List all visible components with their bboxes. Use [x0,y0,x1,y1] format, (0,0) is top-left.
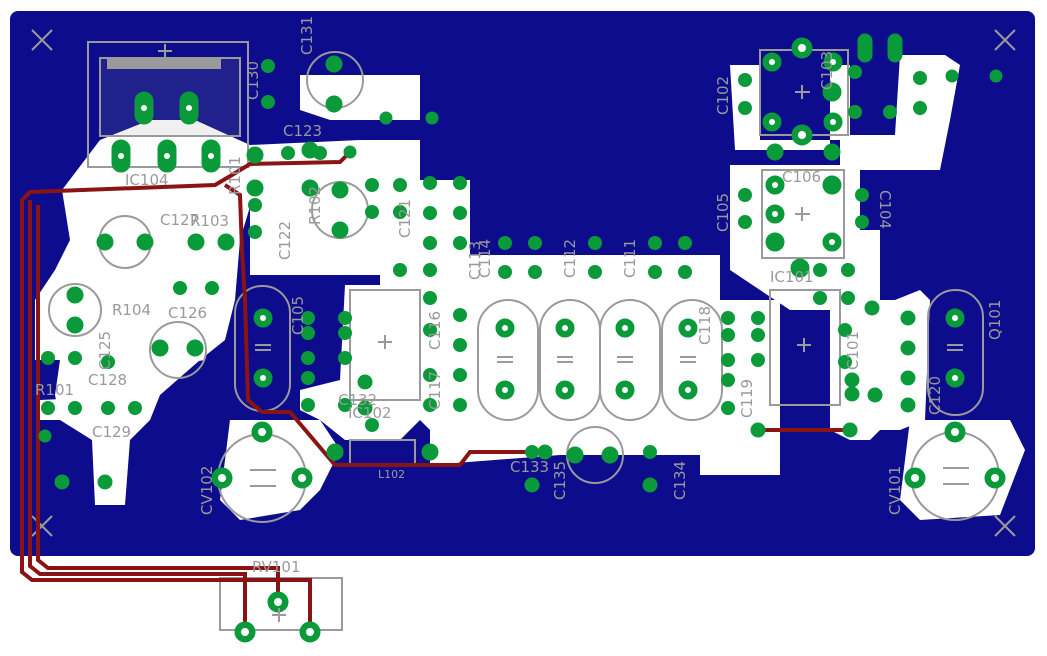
label-c127: C127 [160,211,199,229]
corner-marks [31,29,1016,537]
label-c133: C133 [510,458,549,476]
label-c101: C101 [844,331,862,370]
top-layer-traces [20,148,850,630]
label-c113: C113 [466,241,484,280]
label-c120: C120 [926,376,944,415]
label-c134: C134 [671,461,689,500]
label-ic102: IC102 [348,404,392,422]
label-c116: C116 [426,311,444,350]
label-c128: C128 [88,371,127,389]
label-c125: C125 [96,331,114,370]
component-pads [38,33,1006,643]
capacitor-pads [41,59,927,459]
label-c131: C131 [298,16,316,55]
label-c106: C106 [782,168,821,186]
label-ic101: IC101 [770,268,814,286]
label-r101b: R101 [35,381,74,399]
label-c114: C114 [476,239,494,278]
label-cv101: CV101 [886,466,904,515]
label-r104: R104 [112,301,151,319]
label-c105b: C105 [714,193,732,232]
drill-holes [118,44,999,636]
label-q101: Q101 [986,300,1004,340]
label-c105: C105 [289,296,307,335]
label-c132: C132 [338,391,377,409]
silkscreen-outlines [48,41,1000,631]
label-c119: C119 [738,379,756,418]
label-c112: C112 [561,239,579,278]
label-c135: C135 [551,461,569,500]
label-ic104: IC104 [125,171,169,189]
label-c129: C129 [92,423,131,441]
label-c111: C111 [621,239,639,278]
label-r101: R101 [226,156,244,195]
label-c103: C103 [818,51,836,90]
label-c123: C123 [283,122,322,140]
label-c121: C121 [396,199,414,238]
label-rv101: RV101 [252,558,301,576]
label-c102: C102 [714,76,732,115]
label-c104: C104 [876,190,894,229]
label-l102: L102 [378,468,405,481]
label-c130: C130 [244,61,262,100]
label-c122: C122 [276,221,294,260]
label-c117: C117 [426,371,444,410]
label-c118: C118 [696,306,714,345]
label-c126: C126 [168,304,207,322]
label-r103: R103 [190,212,229,230]
label-r102: R102 [306,186,324,225]
label-cv102: CV102 [198,466,216,515]
designator-labels: C131 C130 C123 R101 R102 IC104 C127 R103… [35,16,1004,576]
component-symbols [158,44,969,622]
